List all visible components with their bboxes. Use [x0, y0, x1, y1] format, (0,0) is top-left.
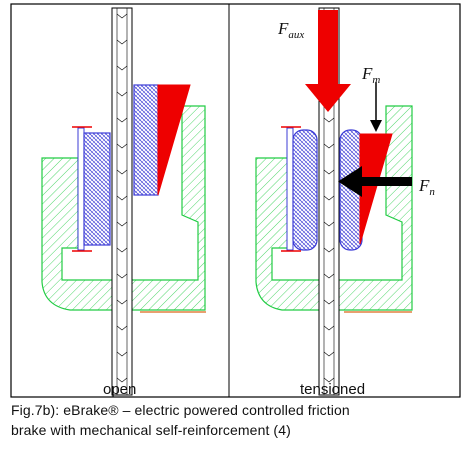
force-aux-arrow — [305, 10, 351, 112]
figure-caption: Fig.7b): eBrake® – electric powered cont… — [11, 400, 463, 440]
caliper-open — [41, 105, 206, 311]
brake-pad-right-open — [133, 84, 159, 196]
panel-label-open: open — [103, 381, 137, 398]
brake-pad-left-tensioned — [281, 126, 318, 252]
panel-open — [41, 7, 206, 396]
brake-disc-open — [111, 7, 133, 396]
caption-line-1: Fig.7b): eBrake® – electric powered cont… — [11, 402, 350, 418]
caption-line-2: brake with mechanical self-reinforcement… — [11, 422, 291, 438]
panel-tensioned: Faux Fm Fn — [255, 7, 435, 396]
wedge-open — [157, 84, 191, 196]
force-aux-label: Faux — [277, 19, 304, 41]
force-m-arrow — [370, 82, 382, 132]
panel-label-tensioned: tensioned — [300, 381, 366, 398]
force-m-label: Fm — [361, 64, 380, 86]
brake-pad-left-open — [72, 126, 111, 252]
force-n-label: Fn — [418, 176, 435, 198]
force-n-arrow — [338, 166, 412, 197]
outer-frame — [10, 3, 461, 398]
